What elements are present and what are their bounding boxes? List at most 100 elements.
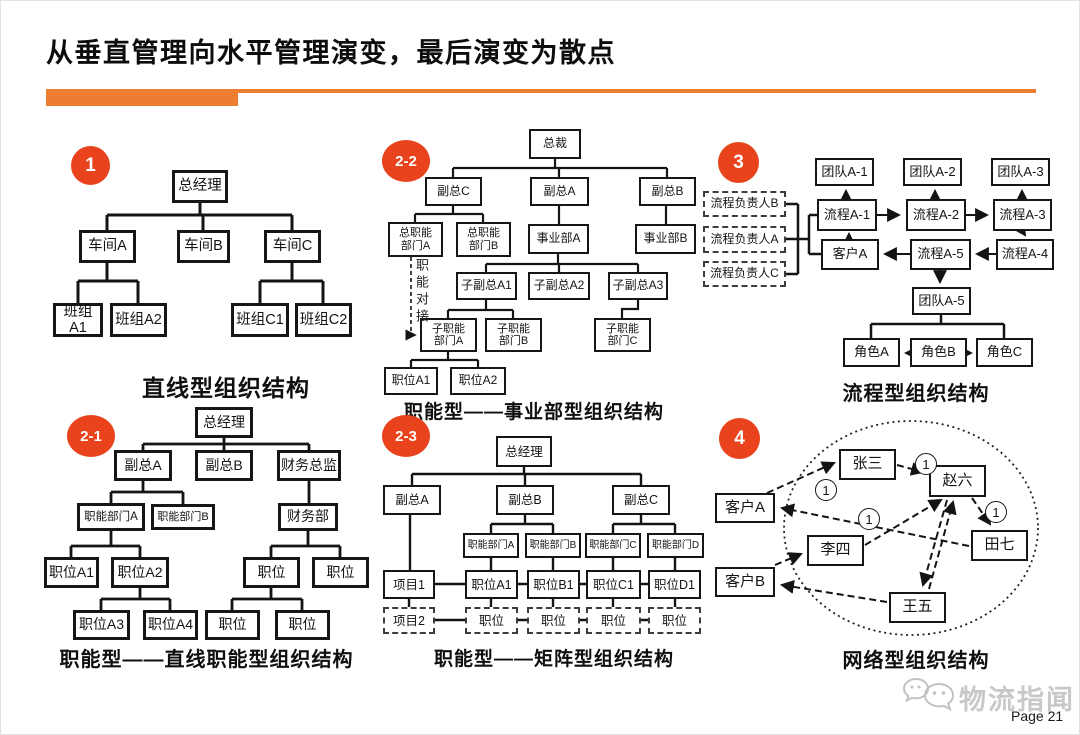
org-node: 流程A-3 (993, 199, 1052, 231)
sequence-marker: 1 (915, 453, 937, 475)
org-node: 职位 (527, 607, 580, 634)
org-node: 职能部门D (647, 533, 704, 558)
org-node: 田七 (971, 530, 1028, 561)
function-docking-label: 职能对接 (414, 258, 429, 326)
org-node: 职位A1 (44, 557, 99, 588)
org-node: 客户B (715, 567, 775, 597)
org-node: 职位A4 (143, 610, 198, 640)
org-node: 职位 (243, 557, 300, 588)
caption-divisional-structure: 职能型——事业部型组织结构 (403, 402, 664, 423)
org-node: 流程负责人A (703, 226, 786, 253)
caption-process-structure: 流程型组织结构 (842, 383, 990, 405)
org-node: 流程A-1 (817, 199, 877, 231)
org-node: 总经理 (172, 170, 228, 203)
org-node: 流程负责人C (703, 261, 786, 287)
diagram-badge-4: 4 (719, 418, 760, 459)
caption-line-functional-structure: 职能型——直线职能型组织结构 (59, 649, 354, 671)
org-node: 副总A (530, 177, 589, 206)
org-node: 总职能 部门A (388, 222, 443, 257)
org-node: 职位A1 (384, 367, 438, 395)
org-node: 张三 (839, 449, 896, 480)
org-node: 副总B (195, 450, 253, 481)
diagram-badge-1: 1 (71, 146, 110, 185)
org-node: 赵六 (929, 465, 986, 497)
watermark-text: 物流指闻 (959, 685, 1075, 715)
org-node: 王五 (889, 592, 946, 623)
diagram-badge-2-2: 2-2 (382, 140, 430, 182)
org-node: 项目2 (383, 607, 435, 634)
org-node: 总经理 (195, 407, 253, 438)
org-node: 子副总A1 (456, 272, 517, 300)
org-node: 团队A-1 (815, 158, 874, 186)
caption-network-structure: 网络型组织结构 (842, 650, 990, 672)
sequence-marker: 1 (815, 479, 837, 501)
org-node: 职位 (205, 610, 260, 640)
org-node: 总经理 (496, 436, 552, 467)
diagram-badge-3: 3 (718, 142, 759, 183)
org-node: 事业部B (635, 224, 696, 254)
org-node: 职能部门B (525, 533, 581, 558)
org-node: 总裁 (529, 129, 581, 159)
org-node: 班组C1 (231, 303, 289, 337)
org-node: 副总B (639, 177, 696, 206)
sequence-marker: 1 (985, 501, 1007, 523)
org-node: 职位 (312, 557, 369, 588)
org-node: 车间B (177, 230, 230, 263)
page-number: Page 21 (1011, 708, 1064, 724)
org-node: 子副总A2 (528, 272, 590, 300)
org-node: 角色B (910, 338, 967, 367)
org-node: 财务总监 (277, 450, 341, 481)
diagram-badge-2-3: 2-3 (382, 415, 430, 457)
org-node: 职能部门C (585, 533, 641, 558)
org-node: 职位A1 (465, 570, 518, 599)
org-node: 职能部门B (151, 504, 215, 530)
org-node: 车间C (264, 230, 321, 263)
org-node: 李四 (807, 535, 864, 566)
org-node: 流程A-4 (996, 239, 1054, 270)
org-node: 班组A2 (110, 303, 167, 337)
caption-linear-structure: 直线型组织结构 (142, 375, 310, 401)
org-node: 流程A-2 (906, 199, 966, 231)
chat-bubbles-icon (899, 673, 961, 724)
org-node: 财务部 (278, 503, 338, 531)
org-node: 职位A2 (111, 557, 169, 588)
accent-line (46, 89, 1036, 93)
org-node: 职能部门A (77, 503, 145, 531)
org-node: 副总A (114, 450, 172, 481)
org-node: 职位A3 (73, 610, 130, 640)
org-node: 项目1 (383, 570, 435, 599)
org-node: 团队A-5 (912, 287, 971, 315)
org-node: 职位 (586, 607, 641, 634)
org-node: 职位B1 (527, 570, 580, 599)
org-node: 客户A (821, 239, 879, 270)
caption-matrix-structure: 职能型——矩阵型组织结构 (433, 649, 674, 670)
org-node: 子职能 部门B (485, 318, 542, 352)
org-node: 职位 (275, 610, 330, 640)
org-node: 职能部门A (463, 533, 519, 558)
org-node: 角色C (976, 338, 1033, 367)
org-node: 职位 (465, 607, 518, 634)
org-node: 副总C (425, 177, 482, 206)
org-node: 总职能 部门B (456, 222, 511, 257)
org-node: 团队A-3 (991, 158, 1050, 186)
org-node: 子职能 部门C (594, 318, 651, 352)
org-node: 职位A2 (450, 367, 506, 395)
diagram-badge-2-1: 2-1 (67, 415, 115, 457)
org-node: 副总B (496, 485, 554, 515)
org-node: 事业部A (528, 224, 589, 254)
org-node: 团队A-2 (903, 158, 962, 186)
org-node: 子职能 部门A (420, 318, 477, 352)
sequence-marker: 1 (858, 508, 880, 530)
org-node: 流程A-5 (910, 239, 971, 270)
org-node: 副总C (612, 485, 670, 515)
org-node: 职位 (648, 607, 701, 634)
org-node: 班组C2 (295, 303, 352, 337)
org-node: 流程负责人B (703, 191, 786, 217)
org-node: 职位C1 (586, 570, 641, 599)
accent-bar (46, 89, 238, 106)
org-node: 副总A (383, 485, 441, 515)
org-node: 子副总A3 (608, 272, 668, 300)
